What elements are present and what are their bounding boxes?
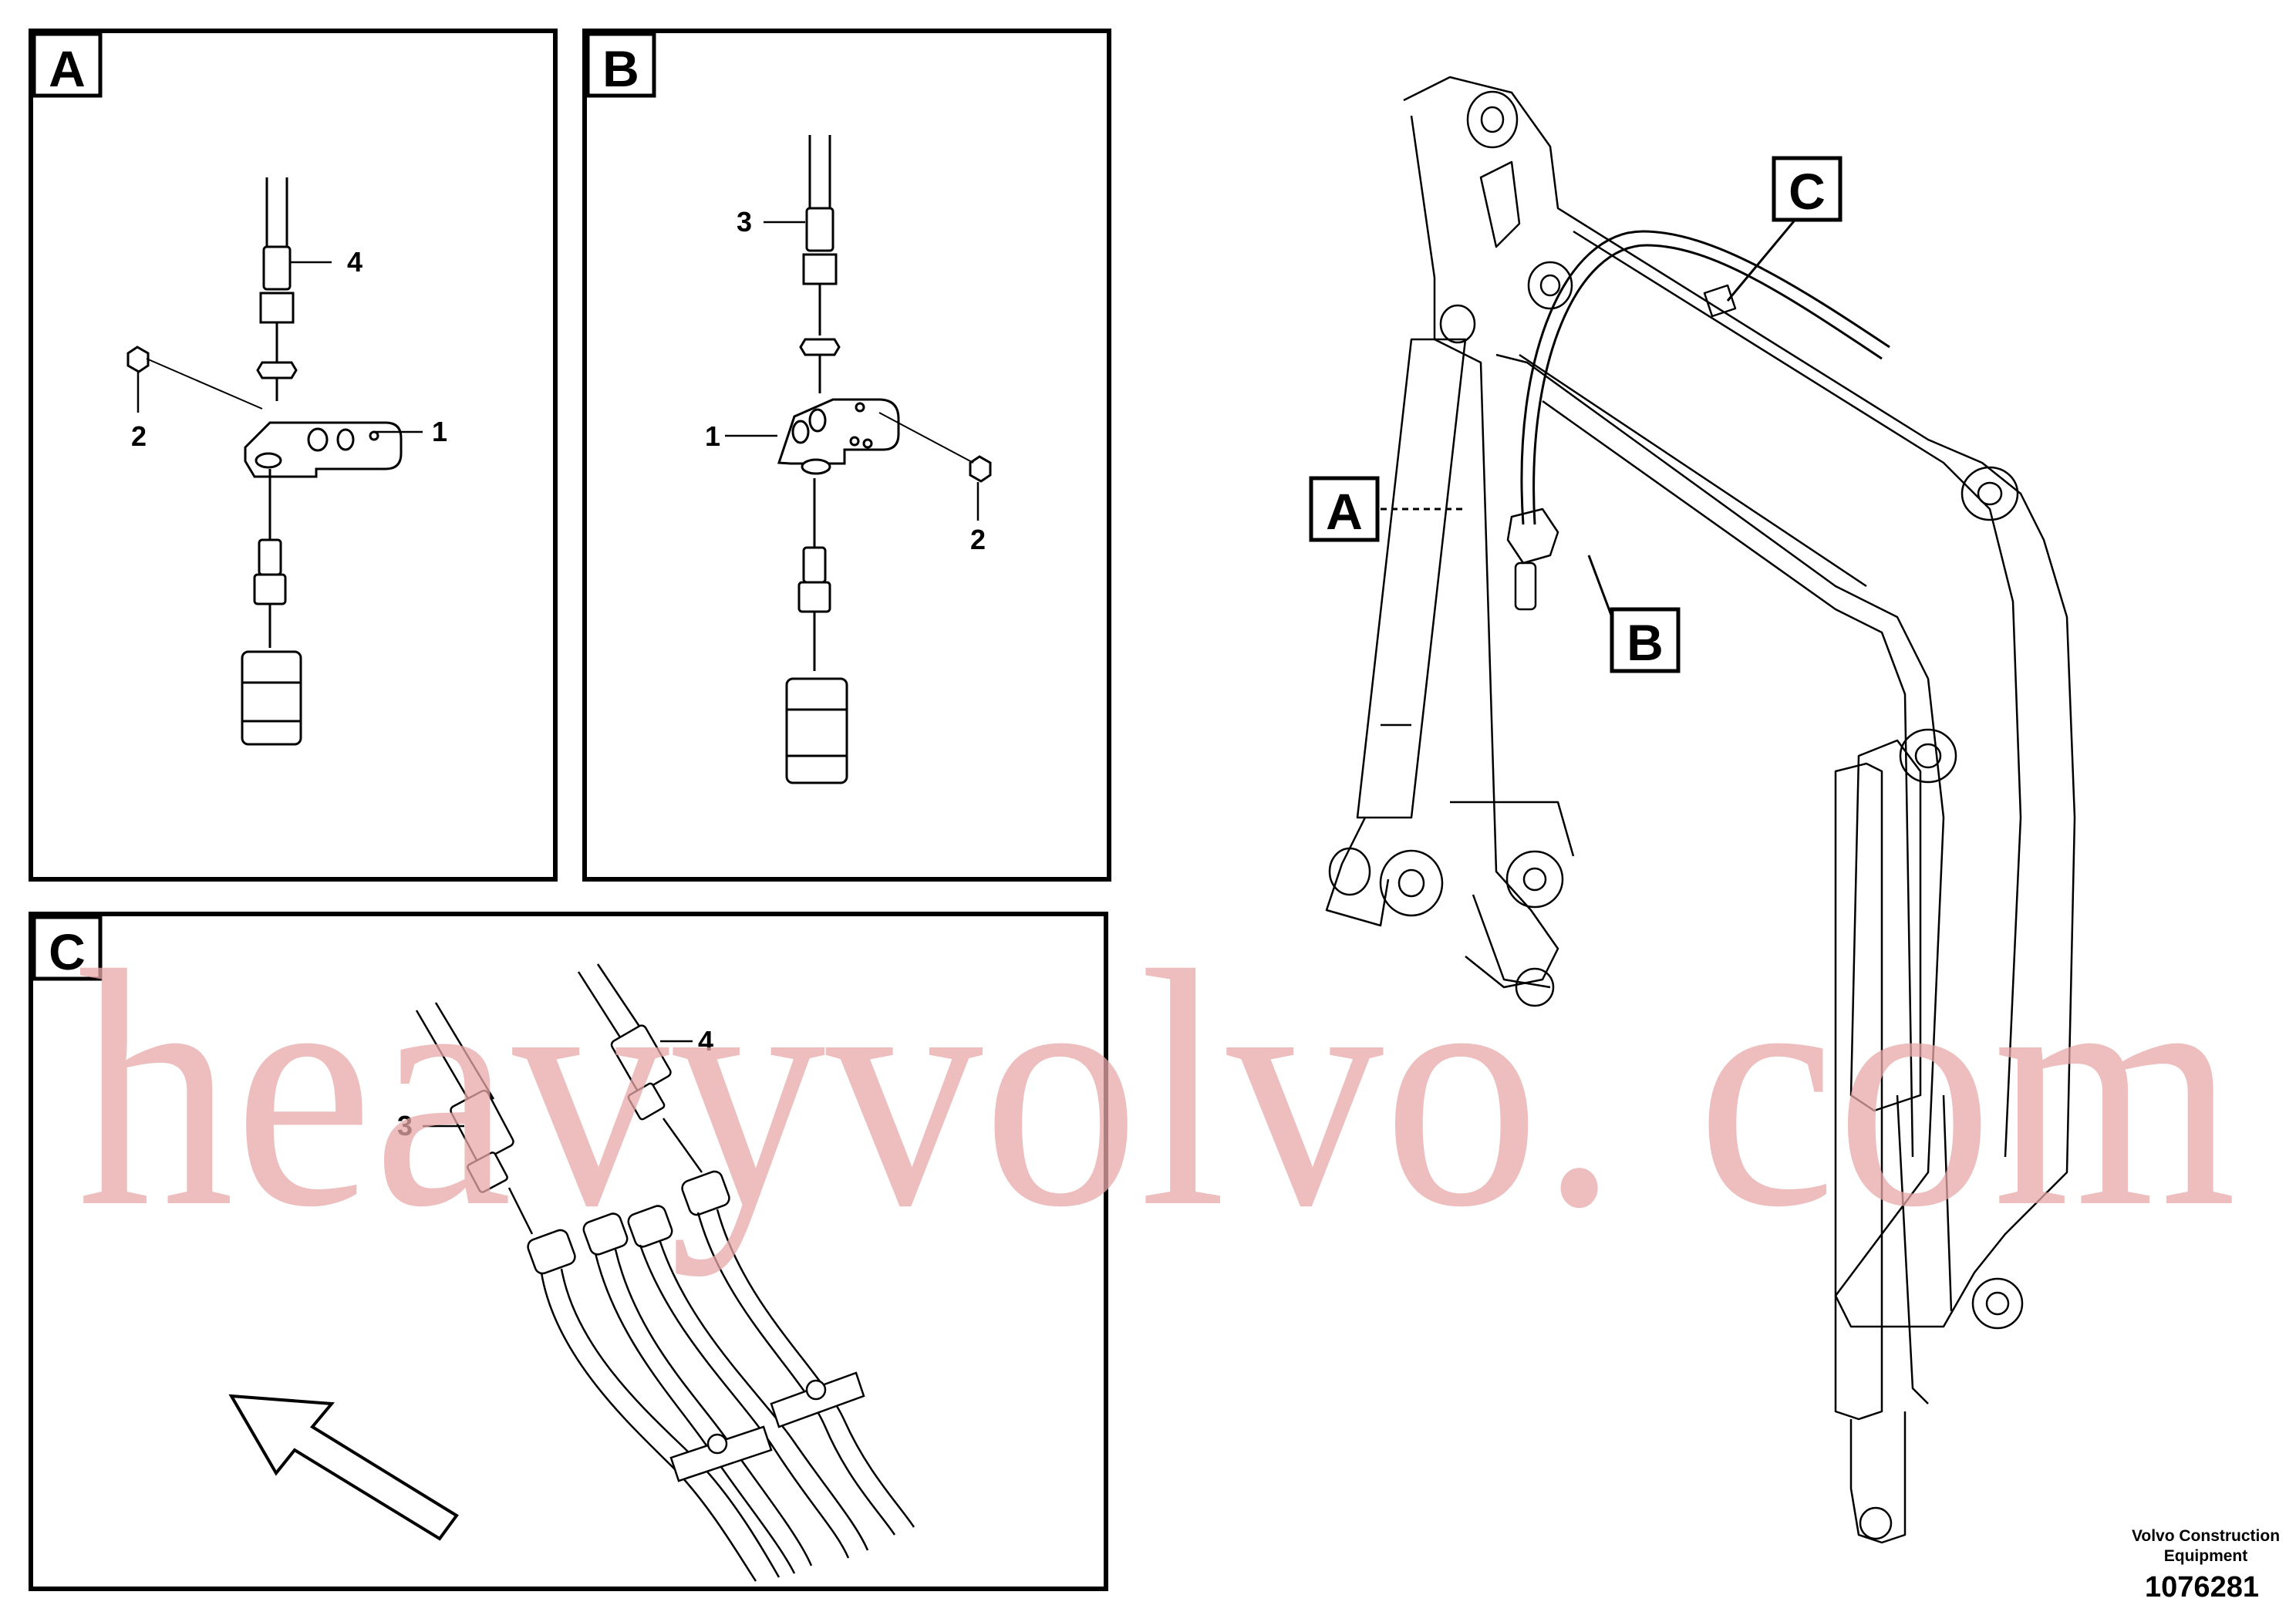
panel-a-callout-2: 2 (131, 420, 147, 452)
panel-a-callout-4: 4 (347, 246, 362, 278)
drawing-number: 1076281 (2145, 1571, 2259, 1603)
panel-c-frame (29, 912, 1108, 1591)
panel-a-callout-1: 1 (432, 416, 447, 447)
footer: Volvo Construction Equipment 1076281 (2132, 1527, 2280, 1603)
overview-label-a-box (1309, 476, 1380, 542)
overview-labels: A B C (1309, 156, 1843, 673)
panel-c-leaders (423, 1040, 693, 1128)
overview-label-b-box (1610, 607, 1681, 673)
panel-b-letter: B (602, 40, 639, 97)
overview-label-c-box (1772, 156, 1843, 222)
panel-b-callout-3: 3 (737, 206, 752, 238)
panel-c-callout-3: 3 (397, 1110, 413, 1141)
panel-b: B (582, 29, 1111, 882)
panel-c-direction-arrow (228, 1394, 459, 1541)
panel-c-letter: C (49, 923, 86, 980)
panel-b-letter-box (585, 32, 656, 98)
panel-b-frame (582, 29, 1111, 882)
panel-b-callout-2: 2 (970, 524, 986, 555)
overview-label-c: C (1789, 163, 1826, 220)
panel-c: C (29, 912, 1108, 1591)
panel-a-letter-box (32, 32, 103, 98)
panel-c-hose-bundle (415, 963, 915, 1582)
panel-c-callout-4: 4 (698, 1025, 713, 1057)
footer-company-line1: Volvo Construction (2132, 1527, 2280, 1545)
panel-b-callout-1: 1 (705, 420, 720, 452)
panel-a-leaders (137, 261, 423, 433)
overview-boom (1325, 76, 2076, 1544)
panel-a: A 4 (29, 29, 558, 882)
panel-b-hose-assembly (777, 135, 992, 784)
overview-label-a: A (1326, 483, 1363, 540)
footer-company-line2: Equipment (2164, 1547, 2248, 1565)
panel-a-letter: A (49, 40, 86, 97)
overview-label-b: B (1627, 614, 1664, 671)
panel-b-leaders (725, 221, 979, 521)
panel-a-hose-assembly (126, 177, 403, 746)
watermark-text: heavyvolvo. com (77, 902, 2237, 1277)
panel-c-letter-box (32, 915, 103, 981)
panel-a-frame (29, 29, 558, 882)
